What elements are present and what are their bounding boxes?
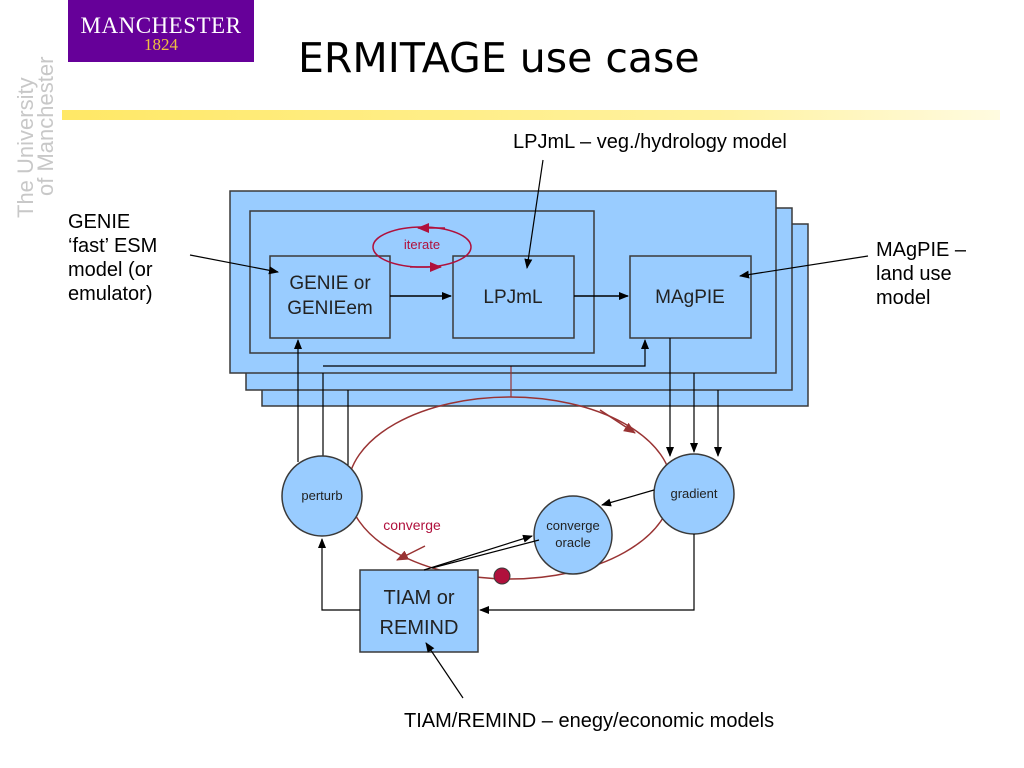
- genie-box: GENIE or GENIEem: [269, 255, 391, 339]
- oracle-label-1: converge: [546, 518, 599, 533]
- oracle-label-2: oracle: [555, 535, 590, 550]
- iterate-label: iterate: [404, 237, 440, 252]
- converge-point-marker: [493, 567, 511, 585]
- tiam-to-perturb-arrow: [318, 538, 360, 611]
- lpjml-annotation: LPJmL – veg./hydrology model: [513, 131, 787, 153]
- lpjml-box: LPJmL: [452, 255, 575, 339]
- cycle-arrow-right: [599, 409, 636, 434]
- tiam-box-label-2: REMIND: [380, 617, 459, 639]
- tiam-callout-arrow: [425, 642, 464, 699]
- genie-annotation-line2: ‘fast’ ESM: [68, 235, 158, 257]
- genie-annotation-line1: GENIE: [68, 211, 131, 233]
- genie-lpjml-group-frame: [249, 210, 595, 354]
- magpie-callout-arrow: [739, 255, 869, 279]
- logo-year: 1824: [144, 35, 178, 54]
- magpie-annotation-line3: model: [876, 287, 931, 309]
- magpie-annotation-line1: MAgPIE –: [876, 239, 967, 261]
- magpie-annotation: MAgPIE – land use model: [876, 238, 966, 310]
- genie-annotation-line3: model (or: [68, 259, 153, 281]
- genie-annotation-line4: emulator): [68, 283, 153, 305]
- tiam-to-oracle-line: [431, 539, 540, 569]
- tiam-box-label-1: TIAM or: [383, 587, 454, 609]
- magpie-box: MAgPIE: [629, 255, 752, 339]
- converge-oracle-node: converge oracle: [533, 495, 613, 575]
- genie-box-label-1: GENIE or: [289, 273, 371, 294]
- slide-title: ERMITAGE use case: [298, 34, 700, 82]
- magpie-annotation-line2: land use: [876, 263, 952, 285]
- converge-label: converge: [383, 517, 441, 533]
- gradient-node: gradient: [653, 453, 735, 535]
- logo-name: MANCHESTER: [80, 13, 242, 38]
- genie-callout-arrow: [189, 254, 279, 275]
- tiam-annotation: TIAM/REMIND – enegy/economic models: [404, 710, 775, 732]
- converge-cycle-ellipse: [347, 396, 673, 580]
- perturb-node: perturb: [281, 455, 363, 537]
- gradient-to-oracle-arrow: [601, 489, 655, 507]
- perturb-label: perturb: [301, 488, 342, 503]
- gradient-label: gradient: [671, 486, 718, 501]
- genie-box-label-2: GENIEem: [287, 298, 373, 319]
- tiam-remind-box: TIAM or REMIND: [359, 569, 479, 653]
- tiam-to-oracle-arrow: [423, 534, 533, 571]
- lpjml-callout-arrow: [524, 159, 544, 269]
- magpie-box-label: MAgPIE: [655, 287, 725, 308]
- perturb-to-magpie-arrow: [323, 339, 649, 367]
- genie-annotation: GENIE ‘fast’ ESM model (or emulator): [68, 210, 157, 306]
- gradient-to-tiam-arrow: [479, 534, 695, 614]
- title-underline-stripe: [62, 110, 1000, 120]
- lpjml-box-label: LPJmL: [483, 287, 542, 308]
- cycle-arrow-left: [396, 545, 426, 561]
- university-logo: MANCHESTER 1824: [68, 0, 254, 62]
